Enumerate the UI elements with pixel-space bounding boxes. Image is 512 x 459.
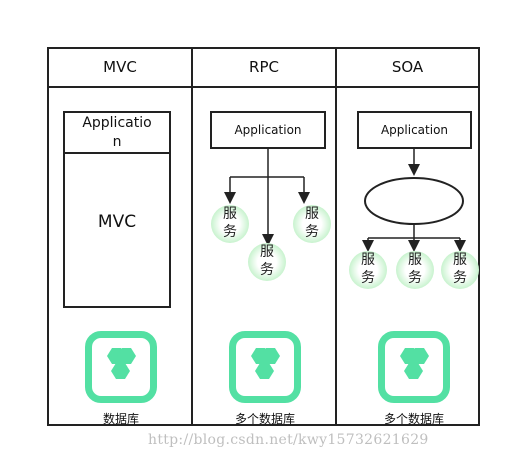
service-label-line1: 服 [223,206,237,222]
service-label-line1: 服 [305,206,319,222]
soa-service-bus-ellipse [364,177,464,225]
rpc-application-label: Application [234,123,302,137]
column-divider-1 [191,47,193,426]
soa-db-label: 多个数据库 [383,412,444,426]
service-label-line2: 务 [305,224,319,240]
service-label-line2: 务 [408,270,422,286]
database-icon [378,331,450,403]
column-header-rpc: RPC [249,58,279,76]
soa-service-left: 服 务 [349,251,387,289]
soa-service-right: 服 务 [441,251,479,289]
column-divider-2 [335,47,337,426]
database-icon [229,331,301,403]
rpc-service-center: 服 务 [248,243,286,281]
service-label-line2: 务 [453,270,467,286]
service-label-line1: 服 [361,252,375,268]
rpc-application-box: Application [210,111,326,149]
rpc-service-right: 服 务 [293,205,331,243]
soa-application-label: Application [380,123,449,137]
rpc-db-label: 多个数据库 [234,412,295,426]
mvc-application-container: Applicatio n MVC [63,111,171,308]
diagram-frame [47,47,480,426]
soa-application-box: Application [357,111,472,149]
mvc-application-header: Applicatio n [65,113,169,154]
mvc-application-label-line2: n [112,134,122,150]
watermark: http://blog.csdn.net/kwy15732621629 [148,432,429,448]
service-label-line1: 服 [408,252,422,268]
header-divider [47,86,480,88]
service-label-line2: 务 [260,262,274,278]
column-header-mvc: MVC [103,58,137,76]
service-label-line1: 服 [453,252,467,268]
service-label-line1: 服 [260,244,274,260]
rpc-service-left: 服 务 [211,205,249,243]
mvc-db-label: 数据库 [102,412,139,426]
mvc-label: MVC [97,212,137,232]
service-label-line2: 务 [223,224,237,240]
service-label-line2: 务 [361,270,375,286]
soa-service-center: 服 务 [396,251,434,289]
mvc-application-label-line1: Applicatio [82,115,152,131]
column-header-soa: SOA [391,58,424,76]
database-icon [85,331,157,403]
